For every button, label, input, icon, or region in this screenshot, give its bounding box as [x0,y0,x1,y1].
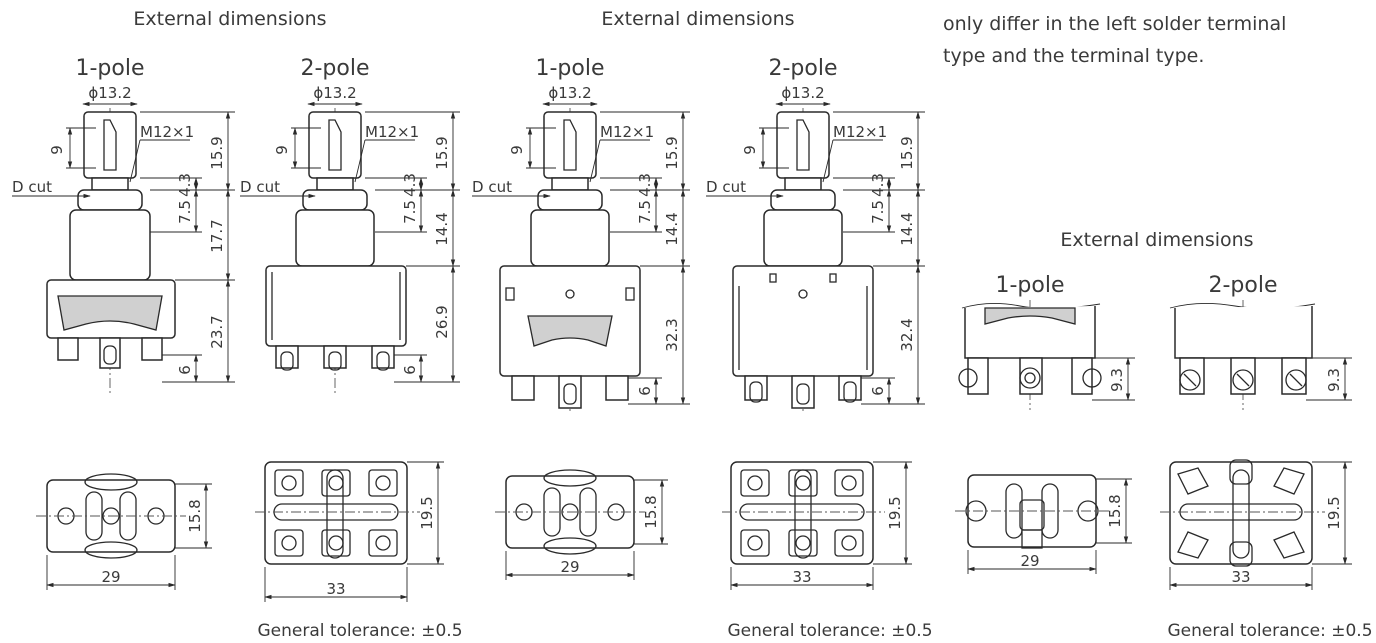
diameter-label: ϕ13.2 [781,84,824,102]
dim-terminal: 6 [636,386,654,396]
tolerance-note: General tolerance: ±0.5 [257,621,462,641]
panel-heading: External dimensions [133,8,326,30]
bottom-view-1-pole: 29 15.8 [955,474,1132,574]
pole-label: 1-pole [535,56,604,81]
dim-terminal: 6 [176,365,194,375]
side-view-1-pole: 1-pole ϕ13.2 9 M12×1 D cut [472,56,690,412]
dim-thread-length: 7.5 [636,200,654,224]
dim-knob-length: 9 [48,145,66,155]
dim-width: 33 [1231,568,1250,586]
side-view-2-pole: 2-pole 9.3 [1169,273,1352,410]
tolerance-note: General tolerance: ±0.5 [727,621,932,641]
dim-terminal-height: 9.3 [1108,368,1126,392]
dim-depth: 19.5 [418,496,436,529]
dim-upper-height: 15.9 [433,136,451,169]
dim-mid-height: 14.4 [433,212,451,245]
dim-mid-height: 14.4 [663,212,681,245]
dim-nut: 4.3 [636,173,654,197]
note-line: only differ in the left solder terminal [943,13,1286,35]
dim-body-height: 32.4 [898,318,916,351]
dim-nut: 4.3 [401,173,419,197]
dim-width: 29 [560,558,579,576]
tolerance-note: General tolerance: ±0.5 [1167,621,1372,641]
dim-depth: 15.8 [642,495,660,528]
dim-thread-length: 7.5 [869,200,887,224]
thread-label: M12×1 [140,123,194,141]
panel-heading: External dimensions [601,8,794,30]
panel-2: External dimensions General tolerance: ±… [472,8,933,641]
dim-depth: 19.5 [1325,496,1343,529]
dim-knob-length: 9 [508,145,526,155]
note-line: type and the terminal type. [943,45,1204,67]
dim-knob-length: 9 [273,145,291,155]
dcut-label: D cut [240,178,280,196]
pole-label: 2-pole [768,56,837,81]
dim-terminal-height: 9.3 [1325,368,1343,392]
pole-label: 2-pole [300,56,369,81]
dim-body-height: 26.9 [433,305,451,338]
dim-thread-length: 7.5 [176,200,194,224]
thread-label: M12×1 [833,123,887,141]
dim-upper-height: 15.9 [663,136,681,169]
thread-label: M12×1 [600,123,654,141]
dim-depth: 19.5 [886,496,904,529]
dcut-label: D cut [706,178,746,196]
dim-nut: 4.3 [176,173,194,197]
dim-terminal: 6 [401,365,419,375]
panel-1: External dimensions General tolerance: ±… [12,8,463,641]
bottom-view-2-pole: 33 19.5 [722,461,912,590]
dim-mid-height: 14.4 [898,212,916,245]
bottom-view-2-pole: 33 19.5 [1160,459,1352,590]
dim-mid-height: 17.7 [208,219,226,252]
diameter-label: ϕ13.2 [548,84,591,102]
dim-upper-height: 15.9 [898,136,916,169]
dcut-label: D cut [472,178,512,196]
side-view-1-pole: 1-pole ϕ13.2 9 M12×1 D cut [12,56,235,395]
pole-label: 1-pole [995,273,1064,298]
dim-depth: 15.8 [186,499,204,532]
bottom-view-2-pole: 33 19.5 [255,461,444,602]
diameter-label: ϕ13.2 [88,84,131,102]
dim-width: 29 [101,568,120,586]
bottom-view-1-pole: 29 15.8 [36,473,212,590]
dim-knob-length: 9 [741,145,759,155]
thread-label: M12×1 [365,123,419,141]
panel-3: only differ in the left solder terminal … [943,13,1373,641]
dcut-label: D cut [12,178,52,196]
pole-label: 2-pole [1208,273,1277,298]
dim-nut: 4.3 [869,173,887,197]
side-view-2-pole: 2-pole ϕ13.2 9 M12×1 [706,56,925,412]
dim-thread-length: 7.5 [401,200,419,224]
dim-depth: 15.8 [1106,494,1124,527]
dim-body-height: 32.3 [663,318,681,351]
diameter-label: ϕ13.2 [313,84,356,102]
dim-upper-height: 15.9 [208,136,226,169]
panel-heading: External dimensions [1060,229,1253,251]
pole-label: 1-pole [75,56,144,81]
dim-width: 33 [792,568,811,586]
dim-terminal: 6 [869,386,887,396]
dim-width: 29 [1020,552,1039,570]
bottom-view-1-pole: 29 15.8 [495,469,668,580]
dim-body-height: 23.7 [208,315,226,348]
side-view-1-pole: 1-pole 9.3 [958,273,1135,410]
dim-width: 33 [326,580,345,598]
side-view-2-pole: 2-pole ϕ13.2 9 M12×1 D cut [240,56,460,395]
